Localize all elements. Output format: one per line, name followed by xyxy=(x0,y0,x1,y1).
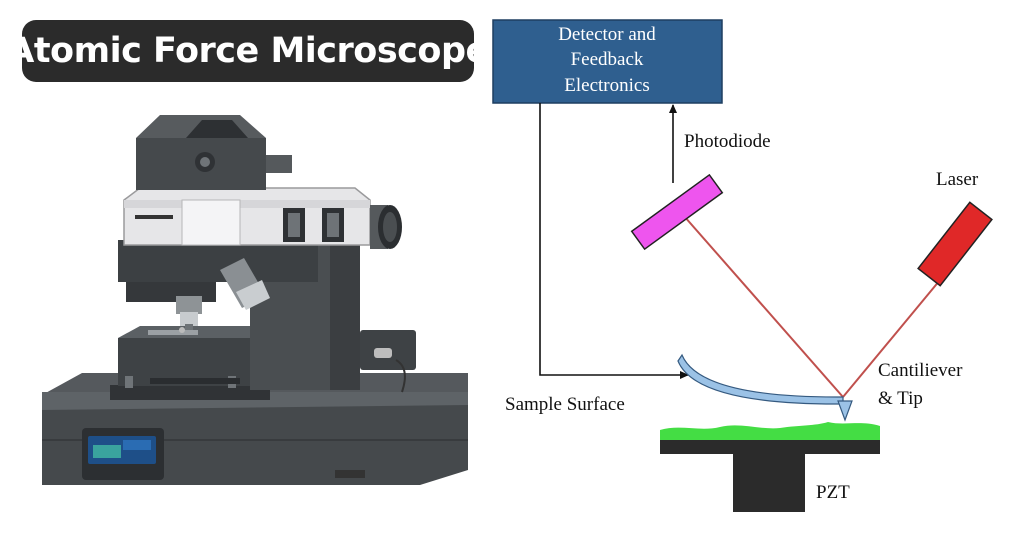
detector-label-line-2: Feedback xyxy=(571,49,644,70)
laser-beam-reflected xyxy=(683,215,844,398)
laser-label: Laser xyxy=(936,169,979,190)
photodiode-sensor xyxy=(630,173,724,251)
photodiode-label: Photodiode xyxy=(684,131,771,152)
microscope-optics-housing xyxy=(123,187,402,249)
pzt-block xyxy=(733,454,805,512)
microscope-head xyxy=(118,240,318,330)
feedback-arrow xyxy=(539,103,689,379)
microscope-illustration xyxy=(42,115,468,485)
laser-source xyxy=(917,201,993,287)
page-title: Atomic Force Microscope xyxy=(7,31,489,71)
detector-label-line-3: Electronics xyxy=(564,75,649,96)
sample-stage-plate xyxy=(660,440,880,454)
cantilever-tip xyxy=(837,400,853,422)
microscope-sample-stage xyxy=(110,326,280,400)
cantilever-label-line-2: & Tip xyxy=(878,388,923,409)
afm-schematic: Detector and Feedback Electronics Photod… xyxy=(492,19,993,512)
detector-label-line-1: Detector and xyxy=(558,24,656,45)
detector-feedback-box xyxy=(492,19,723,104)
laser-beam-incident xyxy=(842,279,941,398)
title-banner: Atomic Force Microscope xyxy=(7,20,489,82)
cantilever xyxy=(677,353,844,405)
cantilever-label-line-1: Cantiliever xyxy=(878,360,963,381)
sample-surface-label: Sample Surface xyxy=(505,394,625,415)
microscope-top-module xyxy=(136,115,292,190)
sample-surface xyxy=(660,422,880,440)
pzt-label: PZT xyxy=(816,482,850,503)
